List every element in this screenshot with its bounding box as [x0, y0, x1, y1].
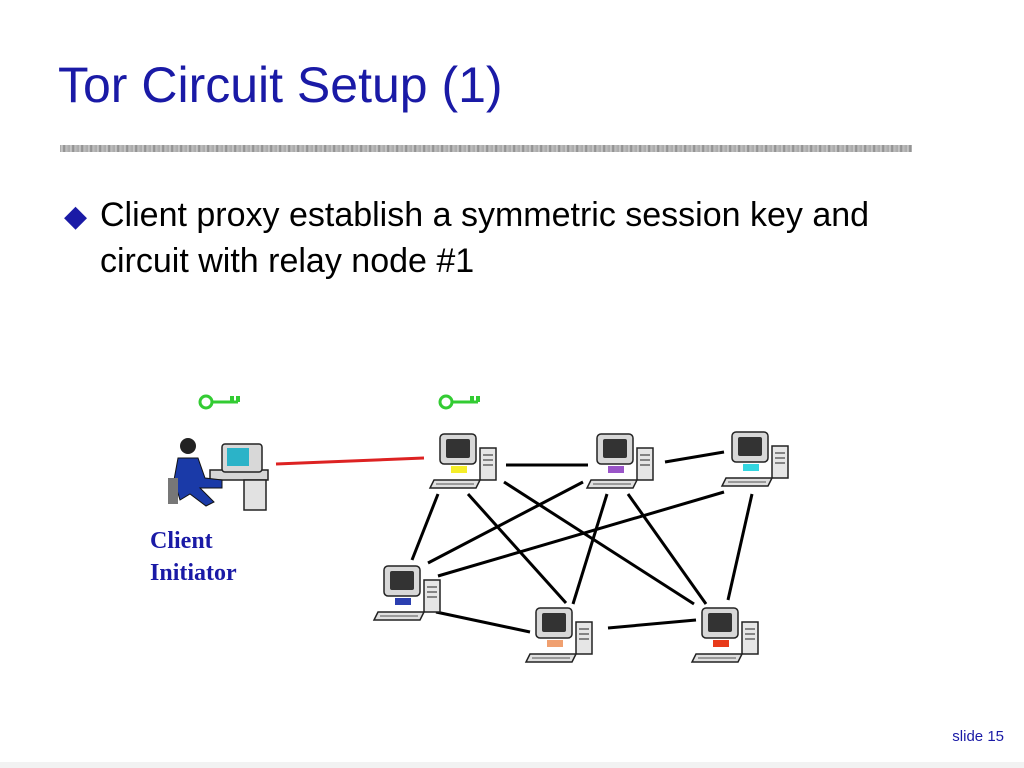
network-links: [410, 450, 754, 634]
link-1-5: [466, 492, 568, 605]
link-3-6: [726, 493, 754, 601]
client-key-icon: [198, 394, 242, 410]
link-1-4: [410, 493, 440, 561]
link-1-6: [503, 480, 695, 606]
link-2-3: [664, 450, 725, 464]
bullet-text: Client proxy establish a symmetric sessi…: [100, 196, 870, 280]
circuit-link: [275, 456, 425, 466]
relay-node-4: [373, 565, 441, 621]
relay-node-3: [721, 431, 789, 487]
bullet-item: ◆ Client proxy establish a symmetric ses…: [64, 192, 964, 284]
client-person-icon: [168, 438, 269, 511]
relay-node-5-accent: [547, 640, 563, 647]
link-3-4: [437, 490, 725, 578]
relay-node-2-accent: [608, 466, 624, 473]
client-label-line2: Initiator: [150, 560, 237, 586]
relay-node-6-accent: [713, 640, 729, 647]
relay-node-6: [691, 607, 759, 663]
link-4-5: [435, 610, 531, 634]
title-divider: [60, 145, 912, 152]
slide-number: slide 15: [952, 728, 1004, 745]
footer-divider: [0, 762, 1024, 768]
diamond-bullet-icon: ◆: [64, 200, 88, 233]
client-label-line1: Client: [150, 528, 213, 554]
relay-node-4-accent: [395, 598, 411, 605]
slide-title: Tor Circuit Setup (1): [58, 57, 503, 113]
link-2-5: [571, 493, 609, 605]
link-2-4: [427, 480, 584, 565]
relay-key-icon: [438, 394, 482, 410]
link-5-6: [607, 618, 697, 630]
relay-node-3-accent: [743, 464, 759, 471]
relay-node-2: [586, 433, 654, 489]
relay-node-5: [525, 607, 593, 663]
relay-node-1-accent: [451, 466, 467, 473]
link-2-6: [626, 493, 708, 605]
relay-node-1: [429, 433, 497, 489]
